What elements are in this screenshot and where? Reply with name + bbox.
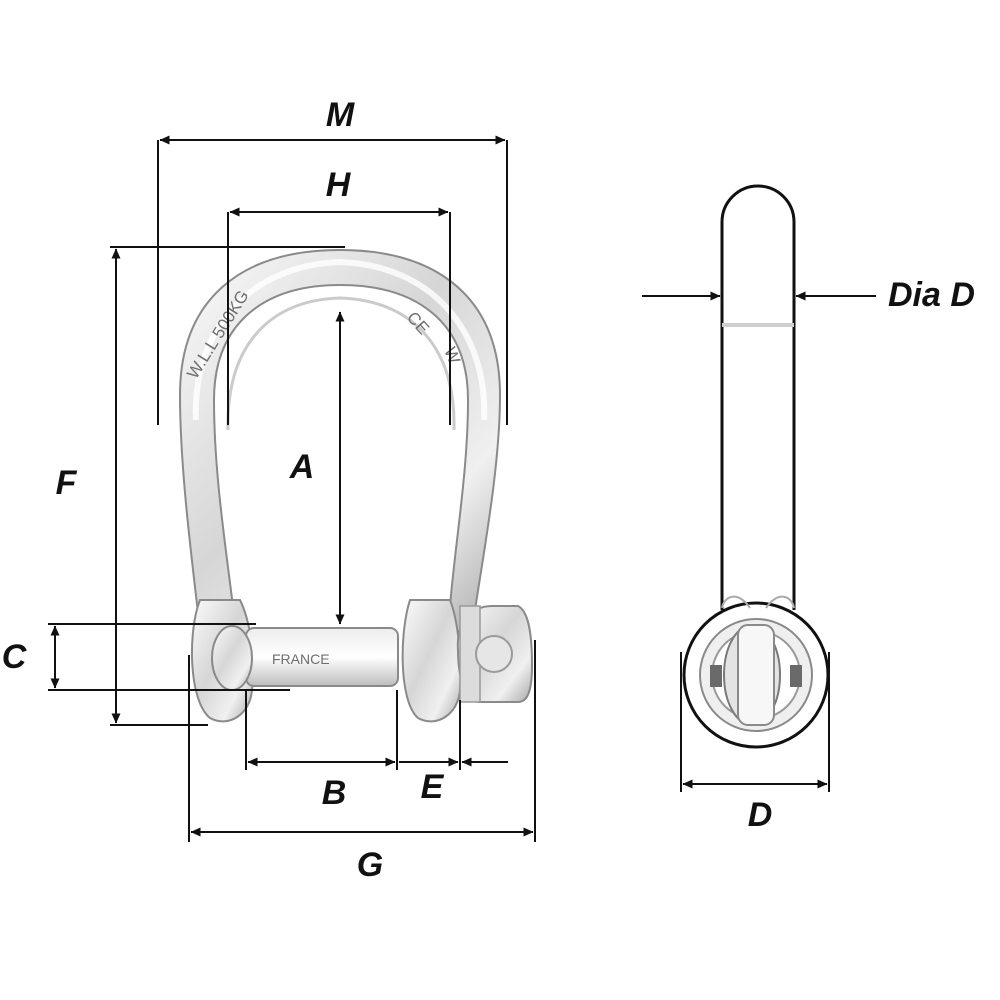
label-h: H (326, 166, 352, 204)
label-a: A (289, 448, 315, 486)
stamp-ce: CE (403, 308, 433, 338)
front-dimensions (48, 135, 536, 842)
side-bow-outline (720, 184, 796, 610)
dimension-labels: M H A F C B E G D Dia D (2, 96, 975, 884)
label-d: D (748, 796, 773, 834)
label-dia-d: Dia D (888, 276, 975, 314)
shackle-right-eye (401, 599, 462, 723)
side-dimensions (642, 291, 876, 792)
stamp-pin: FRANCE (272, 651, 330, 667)
shackle-front-view: W.L.L 500KG CE W FRANCE (178, 248, 534, 723)
stamp-w: W (440, 344, 464, 366)
label-m: M (326, 96, 355, 134)
label-c: C (2, 638, 27, 676)
label-b: B (322, 774, 347, 812)
shackle-nut (456, 605, 534, 703)
label-e: E (421, 768, 445, 806)
shackle-side-view (682, 184, 830, 749)
label-f: F (56, 464, 78, 502)
label-g: G (357, 846, 383, 884)
